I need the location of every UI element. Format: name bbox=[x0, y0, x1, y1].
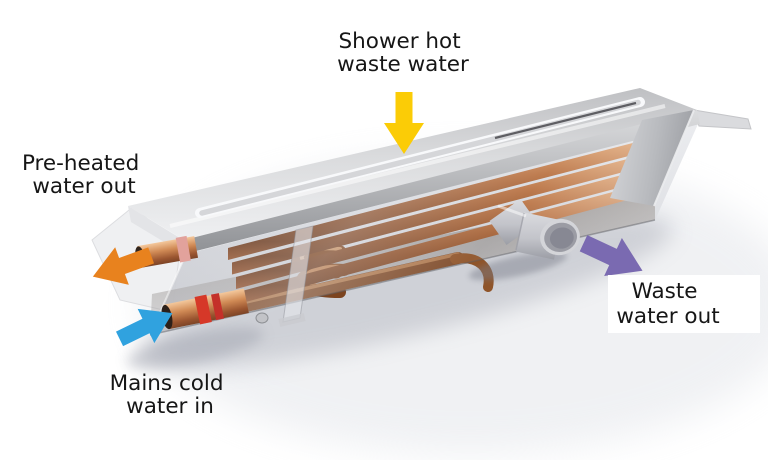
lid-highlight bbox=[169, 104, 666, 228]
label-waste-water-out: Waste water out bbox=[616, 279, 719, 329]
drain-slot-slit bbox=[494, 101, 637, 140]
elbow-highlight bbox=[497, 204, 527, 218]
label-preheated-water-out: Pre-heated water out bbox=[22, 151, 146, 199]
elbow-upper-segment bbox=[489, 199, 538, 245]
waste-elbow-pipe bbox=[469, 199, 580, 281]
right-end-cap bbox=[610, 109, 695, 207]
elbow-seam bbox=[515, 212, 525, 251]
pink-seal-ring bbox=[175, 235, 191, 263]
lid-front-face bbox=[180, 110, 700, 254]
red-seal-ring-2 bbox=[211, 293, 224, 321]
red-seal-ring bbox=[194, 294, 212, 325]
label-hot-waste-water: Shower hot waste water bbox=[337, 29, 469, 77]
divider-bracket bbox=[278, 225, 314, 327]
elbow-opening bbox=[540, 218, 580, 256]
waste-label-backplate bbox=[608, 275, 760, 333]
drain-screw bbox=[255, 312, 269, 324]
heat-exchanger-unit bbox=[91, 88, 752, 336]
labels: Shower hot waste water Pre-heated water … bbox=[22, 29, 760, 419]
glass-front-sheen bbox=[150, 124, 698, 335]
elbow-shadow bbox=[469, 251, 567, 281]
label-mains-cold-water-in: Mains cold water in bbox=[110, 371, 231, 419]
